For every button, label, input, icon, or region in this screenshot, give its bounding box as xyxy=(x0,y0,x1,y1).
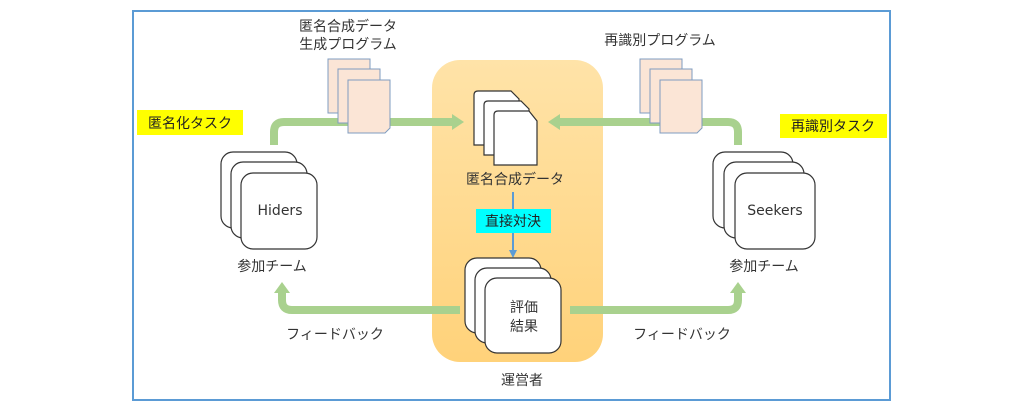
direct-match-badge-bg xyxy=(476,209,551,233)
participant-team-right: 参加チーム xyxy=(729,258,799,275)
feedback-left-arrow xyxy=(278,292,460,314)
synthetic-data-docs-icon xyxy=(473,90,538,166)
submit-reid-arrow xyxy=(560,118,742,145)
arrowhead-icon xyxy=(274,282,290,293)
hiders-label: Hiders xyxy=(258,203,303,219)
submit-anon-arrow xyxy=(270,118,452,145)
evaluation-result-line1: 評価 xyxy=(510,300,538,316)
arrowhead-icon xyxy=(548,114,560,130)
anon-program-label-line2: 生成プログラム xyxy=(299,37,397,53)
arrowhead-icon xyxy=(730,282,746,293)
reid-task-badge-bg xyxy=(780,114,887,138)
feedback-right-label: フィードバック xyxy=(633,327,731,343)
reid-program-label: 再識別プログラム xyxy=(604,33,716,49)
synthetic-data-label: 匿名合成データ xyxy=(466,171,564,188)
reid-task-badge: 再識別タスク xyxy=(791,119,875,135)
arrowhead-icon xyxy=(509,250,517,258)
arrowhead-icon xyxy=(452,114,464,130)
operator-label: 運営者 xyxy=(501,373,543,389)
hiders-cards xyxy=(220,151,318,250)
anon-task-badge: 匿名化タスク xyxy=(148,116,232,132)
seekers-cards xyxy=(712,151,816,250)
feedback-right-arrow xyxy=(570,292,742,314)
anon-program-label-line1: 匿名合成データ xyxy=(299,18,397,35)
seekers-label: Seekers xyxy=(747,203,802,219)
evaluation-result-cards xyxy=(464,257,562,354)
participant-team-left: 参加チーム xyxy=(237,258,307,275)
anon-task-badge-bg xyxy=(137,110,243,135)
reid-program-docs-icon xyxy=(639,58,703,134)
direct-match-badge: 直接対決 xyxy=(485,213,541,230)
evaluation-result-line2: 結果 xyxy=(510,319,538,335)
anon-program-docs-icon xyxy=(327,58,391,134)
feedback-left-label: フィードバック xyxy=(286,327,384,343)
